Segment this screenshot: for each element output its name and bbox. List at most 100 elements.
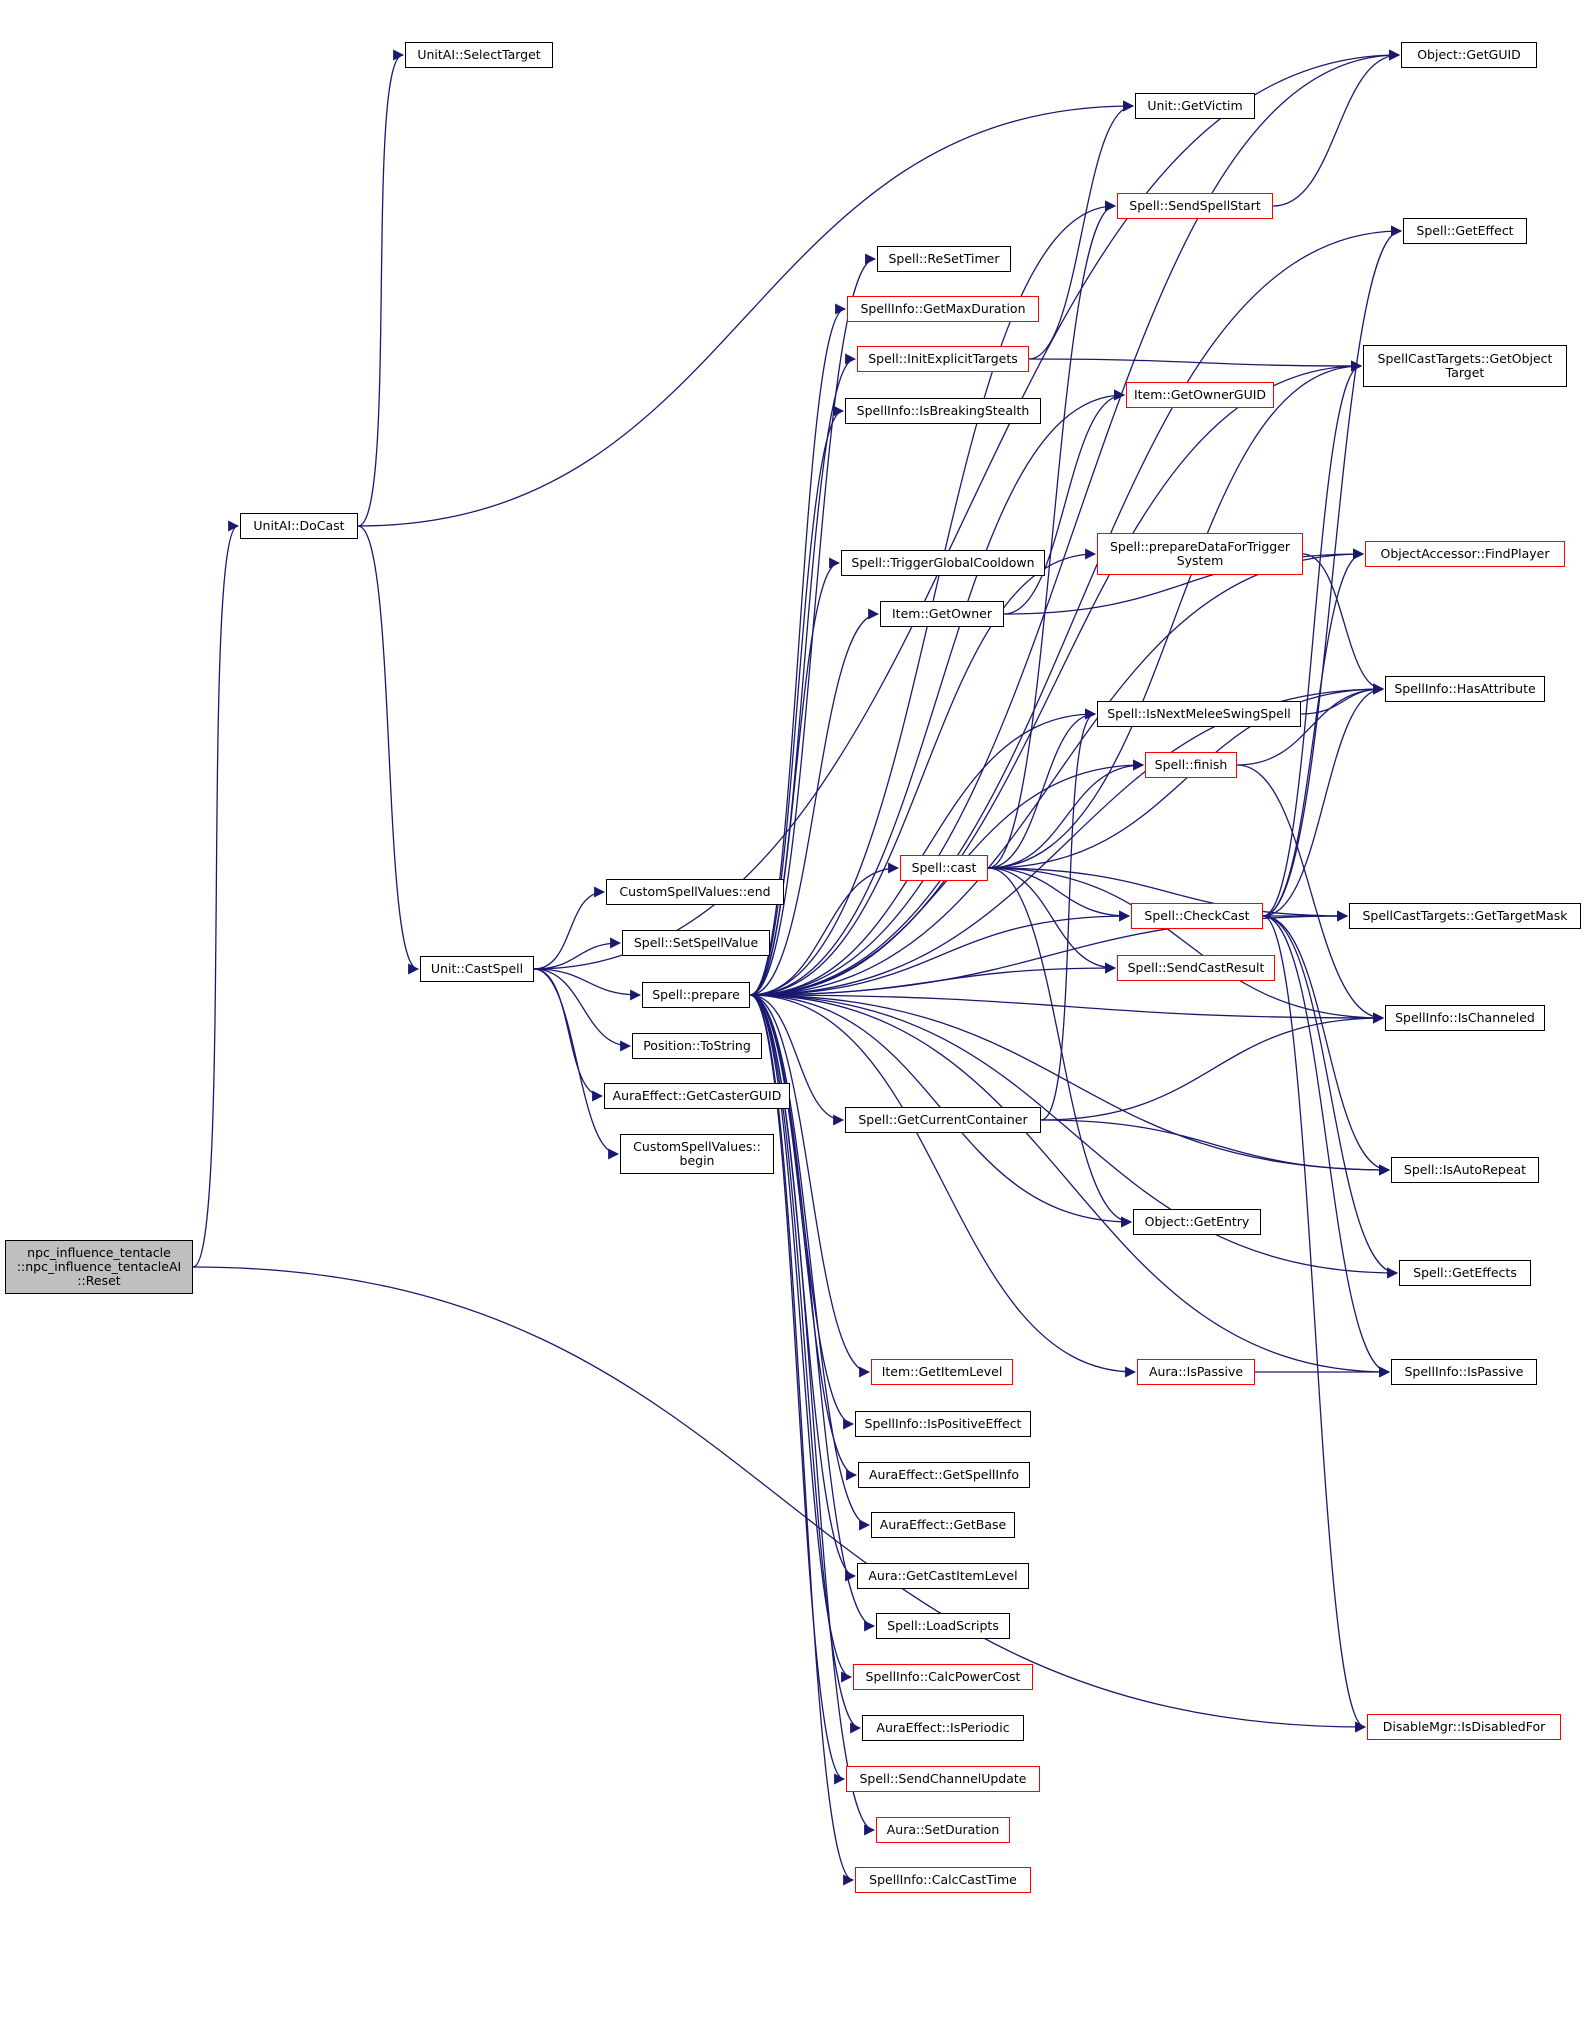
edge-checkcast-to-findplayer <box>1262 548 1365 917</box>
edge-prepare-to-hasattribute <box>749 683 1385 996</box>
node-csv-begin[interactable]: CustomSpellValues:: begin <box>620 1134 774 1174</box>
node-unit-getvictim[interactable]: Unit::GetVictim <box>1135 93 1255 119</box>
edge-checkcast-to-geteffect <box>1262 225 1403 917</box>
node-geteffects[interactable]: Spell::GetEffects <box>1399 1260 1531 1286</box>
edge-finish-to-hasattribute <box>1236 683 1385 766</box>
node-loadscripts[interactable]: Spell::LoadScripts <box>876 1613 1010 1639</box>
edge-prepare-to-calcpowercost <box>749 994 853 1683</box>
node-getguid[interactable]: Object::GetGUID <box>1401 42 1537 68</box>
edge-spellcast-to-hasattribute <box>987 683 1385 869</box>
edge-spellcast-to-isnextmeleeswing <box>987 708 1097 869</box>
node-preparedatafortrigger[interactable]: Spell::prepareDataForTrigger System <box>1097 533 1303 575</box>
edge-checkcast-to-isautorepeat <box>1262 915 1391 1176</box>
edge-prepare-to-triggergcd <box>749 557 841 996</box>
node-tostring[interactable]: Position::ToString <box>632 1033 762 1059</box>
node-isbreakingstealth[interactable]: SpellInfo::IsBreakingStealth <box>845 398 1041 424</box>
edge-prepare-to-checkcast <box>749 910 1131 996</box>
edge-spellcast-to-getobjecttarget <box>987 360 1363 869</box>
edge-spellcast-to-finish <box>987 759 1145 869</box>
edge-getcurrentcontainer-to-ischanneled <box>1040 1012 1385 1121</box>
edge-finish-to-ischanneled <box>1236 764 1385 1024</box>
node-calccasttime[interactable]: SpellInfo::CalcCastTime <box>855 1867 1031 1893</box>
node-getcastitemlevel[interactable]: Aura::GetCastItemLevel <box>857 1563 1029 1589</box>
edge-checkcast-to-spellinfo_ispassive <box>1262 915 1391 1378</box>
node-sendspellstart[interactable]: Spell::SendSpellStart <box>1117 193 1273 219</box>
edge-checkcast-to-hasattribute <box>1262 683 1385 917</box>
node-getitemlevel[interactable]: Item::GetItemLevel <box>871 1359 1013 1385</box>
edge-castspell-to-csv_begin <box>533 968 620 1160</box>
node-getcasterguid[interactable]: AuraEffect::GetCasterGUID <box>604 1083 790 1109</box>
node-csv-end[interactable]: CustomSpellValues::end <box>606 879 784 905</box>
node-checkcast[interactable]: Spell::CheckCast <box>1131 903 1263 929</box>
edge-docast-to-castspell <box>357 525 420 975</box>
node-sendcastresult[interactable]: Spell::SendCastResult <box>1117 955 1275 981</box>
edge-prepare-to-ischanneled <box>749 994 1385 1024</box>
node-getspellinfo[interactable]: AuraEffect::GetSpellInfo <box>858 1462 1030 1488</box>
node-gettargetmask[interactable]: SpellCastTargets::GetTargetMask <box>1349 903 1581 929</box>
edge-prepare-to-getcurrentcontainer <box>749 994 845 1126</box>
node-setspellvalue[interactable]: Spell::SetSpellValue <box>622 930 770 956</box>
edge-prepare-to-item_getowner <box>749 608 880 996</box>
edge-checkcast-to-isdisabledfor <box>1262 915 1367 1733</box>
node-getbase[interactable]: AuraEffect::GetBase <box>871 1512 1015 1538</box>
edge-prepare-to-getspellinfo <box>749 994 858 1481</box>
node-isperiodic[interactable]: AuraEffect::IsPeriodic <box>862 1715 1024 1741</box>
edge-prepare-to-isperiodic <box>749 994 862 1734</box>
edge-castspell-to-csv_end <box>533 886 606 970</box>
node-ischanneled[interactable]: SpellInfo::IsChanneled <box>1385 1005 1545 1031</box>
edge-preparedatafortrigger-to-hasattribute <box>1302 553 1385 695</box>
node-resettimer[interactable]: Spell::ReSetTimer <box>877 246 1011 272</box>
edge-prepare-to-sendspellstart <box>749 200 1117 996</box>
node-item-getownerguid[interactable]: Item::GetOwnerGUID <box>1126 382 1274 408</box>
edge-getcurrentcontainer-to-isnextmeleeswing <box>1040 708 1097 1121</box>
node-isnextmeleeswing[interactable]: Spell::IsNextMeleeSwingSpell <box>1097 701 1301 727</box>
node-aura-ispassive[interactable]: Aura::IsPassive <box>1137 1359 1255 1385</box>
edge-prepare-to-isautorepeat <box>749 994 1391 1176</box>
edge-castspell-to-getcasterguid <box>533 968 604 1102</box>
node-prepare[interactable]: Spell::prepare <box>642 982 750 1008</box>
node-spellcast[interactable]: Spell::cast <box>900 855 988 881</box>
edge-prepare-to-isbreakingstealth <box>749 405 845 996</box>
edge-getcurrentcontainer-to-isautorepeat <box>1040 1119 1391 1176</box>
edge-prepare-to-item_getownerguid <box>749 389 1126 996</box>
edge-prepare-to-getmaxduration <box>749 303 847 996</box>
node-spellinfo-ispassive[interactable]: SpellInfo::IsPassive <box>1391 1359 1537 1385</box>
node-getobjecttarget[interactable]: SpellCastTargets::GetObject Target <box>1363 345 1567 387</box>
node-finish[interactable]: Spell::finish <box>1145 752 1237 778</box>
node-getmaxduration[interactable]: SpellInfo::GetMaxDuration <box>847 296 1039 322</box>
node-selecttarget[interactable]: UnitAI::SelectTarget <box>405 42 553 68</box>
edge-prepare-to-geteffect <box>749 225 1403 996</box>
edge-prepare-to-getobjecttarget <box>749 360 1363 996</box>
edge-prepare-to-getguid <box>749 49 1401 996</box>
node-root: npc_influence_tentacle ::npc_influence_t… <box>5 1240 193 1294</box>
edge-spellcast-to-getentry <box>987 867 1133 1228</box>
node-castspell[interactable]: Unit::CastSpell <box>420 956 534 982</box>
node-triggergcd[interactable]: Spell::TriggerGlobalCooldown <box>841 550 1045 576</box>
edge-prepare-to-aura_ispassive <box>749 994 1137 1378</box>
node-ispositiveeffect[interactable]: SpellInfo::IsPositiveEffect <box>855 1411 1031 1437</box>
edge-spellcast-to-checkcast <box>987 867 1131 922</box>
node-hasattribute[interactable]: SpellInfo::HasAttribute <box>1385 676 1545 702</box>
node-getcurrentcontainer[interactable]: Spell::GetCurrentContainer <box>845 1107 1041 1133</box>
node-docast[interactable]: UnitAI::DoCast <box>240 513 358 539</box>
edge-checkcast-to-getobjecttarget <box>1262 360 1363 917</box>
edge-initexplicit-to-getobjecttarget <box>1028 358 1363 372</box>
edge-castspell-to-setspellvalue <box>533 937 622 970</box>
node-findplayer[interactable]: ObjectAccessor::FindPlayer <box>1365 541 1565 567</box>
edge-sendspellstart-to-getguid <box>1272 49 1401 207</box>
edge-root-to-docast <box>192 520 240 1268</box>
edge-root-to-isdisabledfor <box>192 1266 1367 1733</box>
node-calcpowercost[interactable]: SpellInfo::CalcPowerCost <box>853 1664 1033 1690</box>
edge-spellcast-to-sendspellstart <box>987 200 1117 869</box>
edge-spellcast-to-gettargetmask <box>987 867 1349 922</box>
node-sendchannelupdate[interactable]: Spell::SendChannelUpdate <box>846 1766 1040 1792</box>
node-initexplicit[interactable]: Spell::InitExplicitTargets <box>857 346 1029 372</box>
edge-prepare-to-getitemlevel <box>749 994 871 1378</box>
node-setduration[interactable]: Aura::SetDuration <box>876 1817 1010 1843</box>
node-isautorepeat[interactable]: Spell::IsAutoRepeat <box>1391 1157 1539 1183</box>
node-item-getowner[interactable]: Item::GetOwner <box>880 601 1004 627</box>
node-geteffect[interactable]: Spell::GetEffect <box>1403 218 1527 244</box>
node-getentry[interactable]: Object::GetEntry <box>1133 1209 1261 1235</box>
node-isdisabledfor[interactable]: DisableMgr::IsDisabledFor <box>1367 1714 1561 1740</box>
edge-initexplicit-to-unit_getvictim <box>1028 100 1135 360</box>
